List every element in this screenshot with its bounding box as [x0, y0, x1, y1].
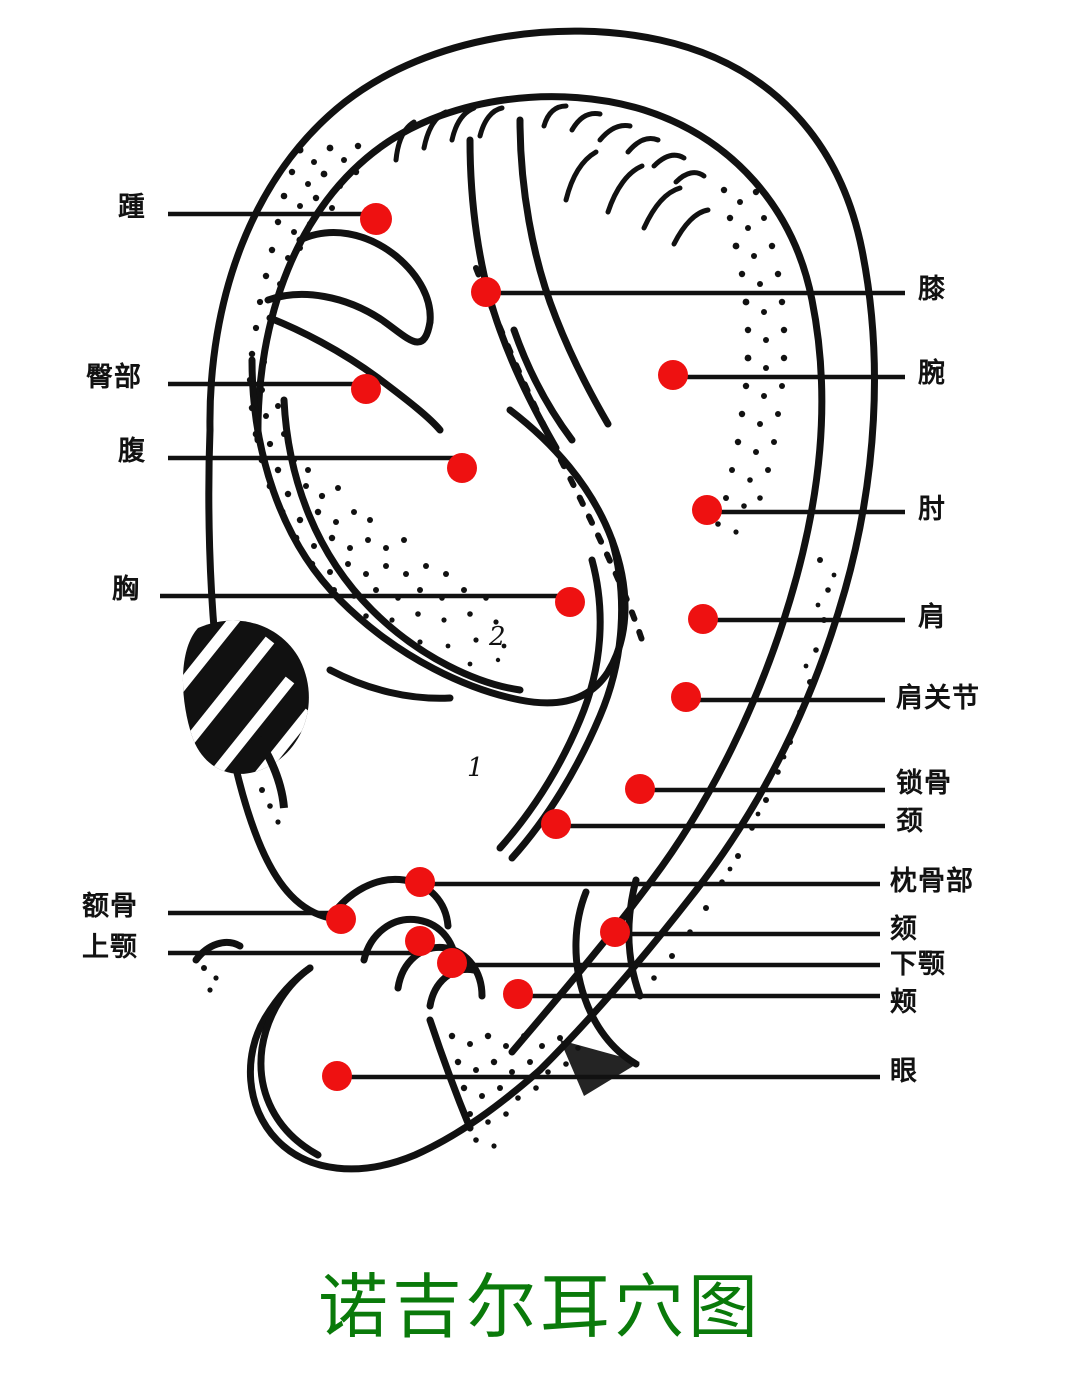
label-knee: 膝 [918, 274, 946, 305]
acupoint-dots [322, 203, 722, 1091]
tragus-front [192, 939, 244, 964]
triangular-fossa-lower [264, 291, 434, 346]
acupoint-upper-jaw [405, 926, 435, 956]
antihelix-inner [280, 396, 524, 694]
label-upper-jaw: 上颚 [82, 932, 138, 963]
acupoint-elbow [692, 495, 722, 525]
acupoint-buttock [351, 374, 381, 404]
central-ridge-foot [510, 326, 576, 444]
acupoint-neck [541, 809, 571, 839]
lobe-shadow-wedge [560, 1040, 640, 1096]
crus-helicis [326, 666, 454, 702]
helix-outer-edge [206, 27, 878, 1074]
acupoint-chin [600, 917, 630, 947]
lobe-outline [257, 964, 322, 1159]
antitragus-loop-3 [394, 943, 486, 1000]
label-eye: 眼 [890, 1056, 918, 1087]
inferior-crus [266, 314, 444, 434]
antitragus-loop-4 [426, 965, 478, 1010]
acupoint-clavicle [625, 774, 655, 804]
label-chin: 颏 [890, 914, 918, 945]
acupoint-frontal-bone [326, 904, 356, 934]
stipple-texture [201, 142, 837, 1149]
acupoint-cheek [503, 979, 533, 1009]
ear-diagram [160, 27, 905, 1173]
acupoint-abdomen [447, 453, 477, 483]
lobe-lower-divider [426, 1016, 474, 1132]
antihelix-body [248, 356, 629, 707]
concha-ridge-2 [496, 556, 604, 852]
helix-crest-hairs [393, 103, 711, 247]
acupoint-occipital [405, 867, 435, 897]
acupoint-heel [360, 203, 392, 235]
acupoint-wrist [658, 360, 688, 390]
label-heel: 踵 [118, 192, 146, 223]
label-occipital: 枕骨部 [890, 866, 974, 897]
inline-number-1: 1 [467, 753, 484, 783]
chart-title: 诺吉尔耳穴图 [318, 1266, 762, 1348]
label-shoulder: 肩 [918, 602, 946, 633]
lobe-fold-2 [625, 876, 644, 1000]
acupoint-shoulder-joint [671, 682, 701, 712]
acupoint-chest [555, 587, 585, 617]
leader-lines [160, 211, 905, 1080]
central-ridge-right [516, 116, 612, 428]
helix-tail [246, 964, 544, 1173]
label-chest: 胸 [112, 574, 140, 605]
acupoint-shoulder [688, 604, 718, 634]
tragus-hatch-tail [254, 735, 288, 809]
antitragus-loop-1 [326, 875, 452, 930]
tragus-hatch [182, 620, 309, 809]
label-shoulder-joint: 肩关节 [896, 683, 980, 714]
acupoint-lower-jaw [437, 948, 467, 978]
concha-dotted-divider [473, 265, 645, 643]
label-wrist: 腕 [918, 358, 946, 389]
acupoint-eye [322, 1061, 352, 1091]
label-elbow: 肘 [918, 494, 946, 525]
label-buttock: 臀部 [86, 362, 142, 393]
inline-number-2: 2 [489, 622, 506, 652]
label-clavicle: 锁骨 [896, 768, 952, 799]
label-frontal-bone: 额骨 [82, 891, 138, 922]
superior-crus [296, 229, 434, 326]
label-cheek: 颊 [890, 987, 918, 1018]
label-abdomen: 腹 [118, 436, 146, 467]
acupoint-knee [471, 277, 501, 307]
label-neck: 颈 [896, 806, 924, 837]
label-lower-jaw: 下颚 [890, 949, 946, 980]
